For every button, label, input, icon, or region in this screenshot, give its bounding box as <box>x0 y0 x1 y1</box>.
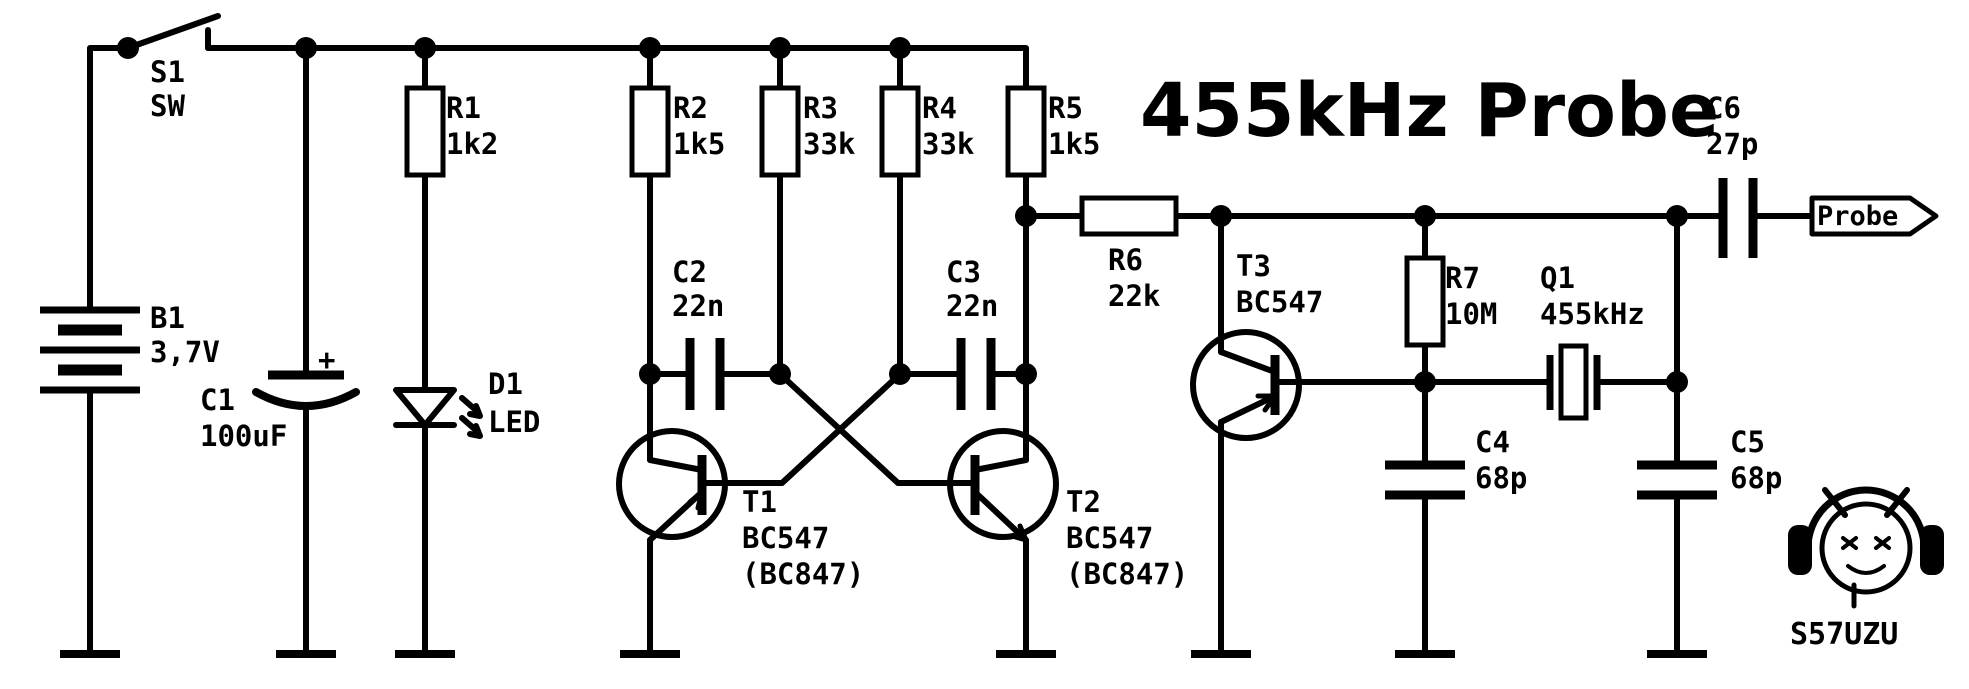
resistor-icon <box>879 85 921 178</box>
t2-alt: (BC847) <box>1066 557 1188 591</box>
r5-ref: R5 <box>1048 91 1083 125</box>
crystal-q1: Q1 455kHz <box>1540 261 1645 421</box>
capacitor-c5: C5 68p <box>1637 425 1782 500</box>
r6-ref: R6 <box>1108 243 1143 277</box>
s1-ref: S1 <box>150 55 185 89</box>
diagram-title: 455kHz Probe <box>1140 68 1719 154</box>
capacitor-icon <box>1385 460 1465 500</box>
t2-ref: T2 <box>1066 485 1101 519</box>
c1-polarity: + <box>318 343 335 377</box>
resistor-icon <box>1404 255 1446 348</box>
crystal-icon <box>1546 343 1601 421</box>
transistor-t1: T1 BC547 (BC847) <box>616 428 864 591</box>
c1-ref: C1 <box>200 383 235 417</box>
probe-label: Probe <box>1817 201 1898 232</box>
t3-value: BC547 <box>1236 285 1323 319</box>
s1-value: SW <box>150 89 185 123</box>
c6-ref: C6 <box>1706 91 1741 125</box>
headphone-face-logo-icon <box>1788 486 1944 609</box>
capacitor-c2: C2 22n <box>672 255 725 410</box>
t1-value: BC547 <box>742 521 829 555</box>
switch-icon <box>125 13 221 51</box>
battery-b1: B1 3,7V <box>40 301 220 394</box>
r1-value: 1k2 <box>446 127 498 161</box>
c2-value: 22n <box>672 289 724 323</box>
d1-value: LED <box>488 405 540 439</box>
c3-ref: C3 <box>946 255 981 289</box>
r2-value: 1k5 <box>673 127 725 161</box>
resistor-r4: R4 33k <box>879 85 974 178</box>
q1-value: 455kHz <box>1540 297 1645 331</box>
r7-ref: R7 <box>1445 261 1480 295</box>
r6-value: 22k <box>1108 279 1160 313</box>
capacitor-icon <box>685 338 725 410</box>
c3-value: 22n <box>946 289 998 323</box>
r3-value: 33k <box>803 127 855 161</box>
t3-ref: T3 <box>1236 249 1271 283</box>
b1-ref: B1 <box>150 301 185 335</box>
resistor-icon <box>1005 85 1047 178</box>
capacitor-c6: C6 27p <box>1706 91 1758 258</box>
transistor-t2: T2 BC547 (BC847) <box>947 428 1188 591</box>
probe-connector-icon <box>1809 195 1939 237</box>
r5-value: 1k5 <box>1048 127 1100 161</box>
led-d1: D1 LED <box>393 367 540 439</box>
resistor-icon <box>404 85 446 178</box>
r4-value: 33k <box>922 127 974 161</box>
r2-ref: R2 <box>673 91 708 125</box>
npn-transistor-icon <box>947 428 1059 543</box>
resistor-icon <box>1079 195 1179 237</box>
npn-transistor-icon <box>1190 329 1302 441</box>
resistor-r7: R7 10M <box>1404 255 1497 348</box>
resistor-r3: R3 33k <box>759 85 855 178</box>
r4-ref: R4 <box>922 91 957 125</box>
capacitor-icon <box>1718 178 1758 258</box>
capacitor-c1: + C1 100uF <box>200 343 360 453</box>
resistor-r2: R2 1k5 <box>629 85 725 178</box>
led-icon <box>393 387 483 439</box>
b1-value: 3,7V <box>150 335 220 369</box>
c5-ref: C5 <box>1730 425 1765 459</box>
t1-alt: (BC847) <box>742 557 864 591</box>
r1-ref: R1 <box>446 91 481 125</box>
c4-value: 68p <box>1475 461 1527 495</box>
c4-ref: C4 <box>1475 425 1510 459</box>
switch-s1: S1 SW <box>125 13 221 123</box>
c1-value: 100uF <box>200 419 287 453</box>
r7-value: 10M <box>1445 297 1497 331</box>
resistor-icon <box>629 85 671 178</box>
c2-ref: C2 <box>672 255 707 289</box>
junction-dots <box>117 37 1688 393</box>
resistor-r1: R1 1k2 <box>404 85 498 178</box>
npn-transistor-icon <box>616 428 728 543</box>
c6-value: 27p <box>1706 127 1758 161</box>
r3-ref: R3 <box>803 91 838 125</box>
resistor-r5: R5 1k5 <box>1005 85 1100 178</box>
capacitor-icon <box>252 370 360 410</box>
capacitor-c4: C4 68p <box>1385 425 1527 500</box>
capacitor-icon <box>956 338 996 410</box>
c5-value: 68p <box>1730 461 1782 495</box>
d1-ref: D1 <box>488 367 523 401</box>
q1-ref: Q1 <box>1540 261 1575 295</box>
capacitor-icon <box>1637 460 1717 500</box>
resistor-r6: R6 22k <box>1079 195 1179 313</box>
transistor-t3: T3 BC547 <box>1190 249 1323 441</box>
t2-value: BC547 <box>1066 521 1153 555</box>
t1-ref: T1 <box>742 485 777 519</box>
capacitor-c3: C3 22n <box>946 255 998 410</box>
author-signature: S57UZU <box>1790 617 1898 652</box>
probe-output: Probe <box>1809 195 1939 237</box>
resistor-icon <box>759 85 801 178</box>
battery-icon <box>40 306 140 394</box>
